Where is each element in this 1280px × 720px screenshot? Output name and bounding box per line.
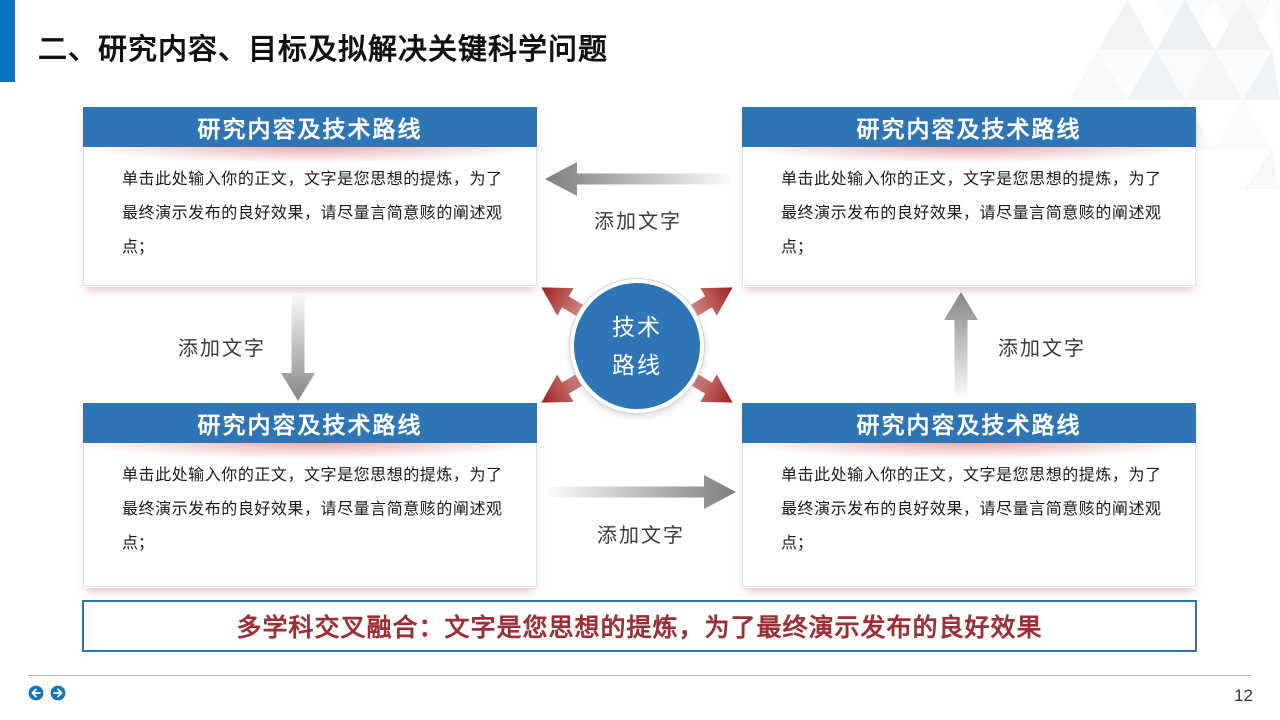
add-text-label-right: 添加文字 xyxy=(998,338,1086,360)
flow-arrow-left-icon xyxy=(545,162,731,196)
add-text-label-top: 添加文字 xyxy=(594,211,682,233)
box-title: 研究内容及技术路线 xyxy=(83,107,537,147)
title-accent-bar xyxy=(0,0,15,82)
slide-title: 二、研究内容、目标及拟解决关键科学问题 xyxy=(38,34,609,66)
content-box-bottom-right: 研究内容及技术路线 单击此处输入你的正文，文字是您思想的提炼，为了最终演示发布的… xyxy=(739,403,1199,588)
page-number: 12 xyxy=(1234,686,1253,705)
center-node-technical-route: 技术 路线 xyxy=(570,279,704,413)
next-slide-button[interactable] xyxy=(50,685,66,701)
flow-arrow-right-icon xyxy=(548,475,736,509)
prev-slide-button[interactable] xyxy=(28,685,44,701)
content-box-top-right: 研究内容及技术路线 单击此处输入你的正文，文字是您思想的提炼，为了最终演示发布的… xyxy=(739,107,1199,287)
content-box-top-left: 研究内容及技术路线 单击此处输入你的正文，文字是您思想的提炼，为了最终演示发布的… xyxy=(80,107,540,287)
footer-divider xyxy=(28,675,1251,676)
box-body-text: 单击此处输入你的正文，文字是您思想的提炼，为了最终演示发布的良好效果，请尽量言简… xyxy=(80,443,540,587)
box-title: 研究内容及技术路线 xyxy=(742,107,1196,147)
box-body-text: 单击此处输入你的正文，文字是您思想的提炼，为了最终演示发布的良好效果，请尽量言简… xyxy=(80,147,540,286)
box-body-text: 单击此处输入你的正文，文字是您思想的提炼，为了最终演示发布的良好效果，请尽量言简… xyxy=(739,443,1199,587)
center-node-line2: 路线 xyxy=(612,352,662,378)
add-text-label-left: 添加文字 xyxy=(178,338,266,360)
box-title: 研究内容及技术路线 xyxy=(83,403,537,443)
add-text-label-bottom: 添加文字 xyxy=(597,525,685,547)
box-body-text: 单击此处输入你的正文，文字是您思想的提炼，为了最终演示发布的良好效果，请尽量言简… xyxy=(739,147,1199,286)
conclusion-banner: 多学科交叉融合：文字是您思想的提炼，为了最终演示发布的良好效果 xyxy=(82,600,1197,652)
slide-nav xyxy=(28,685,66,701)
conclusion-banner-text: 多学科交叉融合：文字是您思想的提炼，为了最终演示发布的良好效果 xyxy=(236,614,1043,642)
box-title: 研究内容及技术路线 xyxy=(742,403,1196,443)
arrow-left-icon xyxy=(31,688,41,698)
arrow-right-icon xyxy=(53,688,63,698)
content-box-bottom-left: 研究内容及技术路线 单击此处输入你的正文，文字是您思想的提炼，为了最终演示发布的… xyxy=(80,403,540,588)
center-node-line1: 技术 xyxy=(612,314,662,340)
